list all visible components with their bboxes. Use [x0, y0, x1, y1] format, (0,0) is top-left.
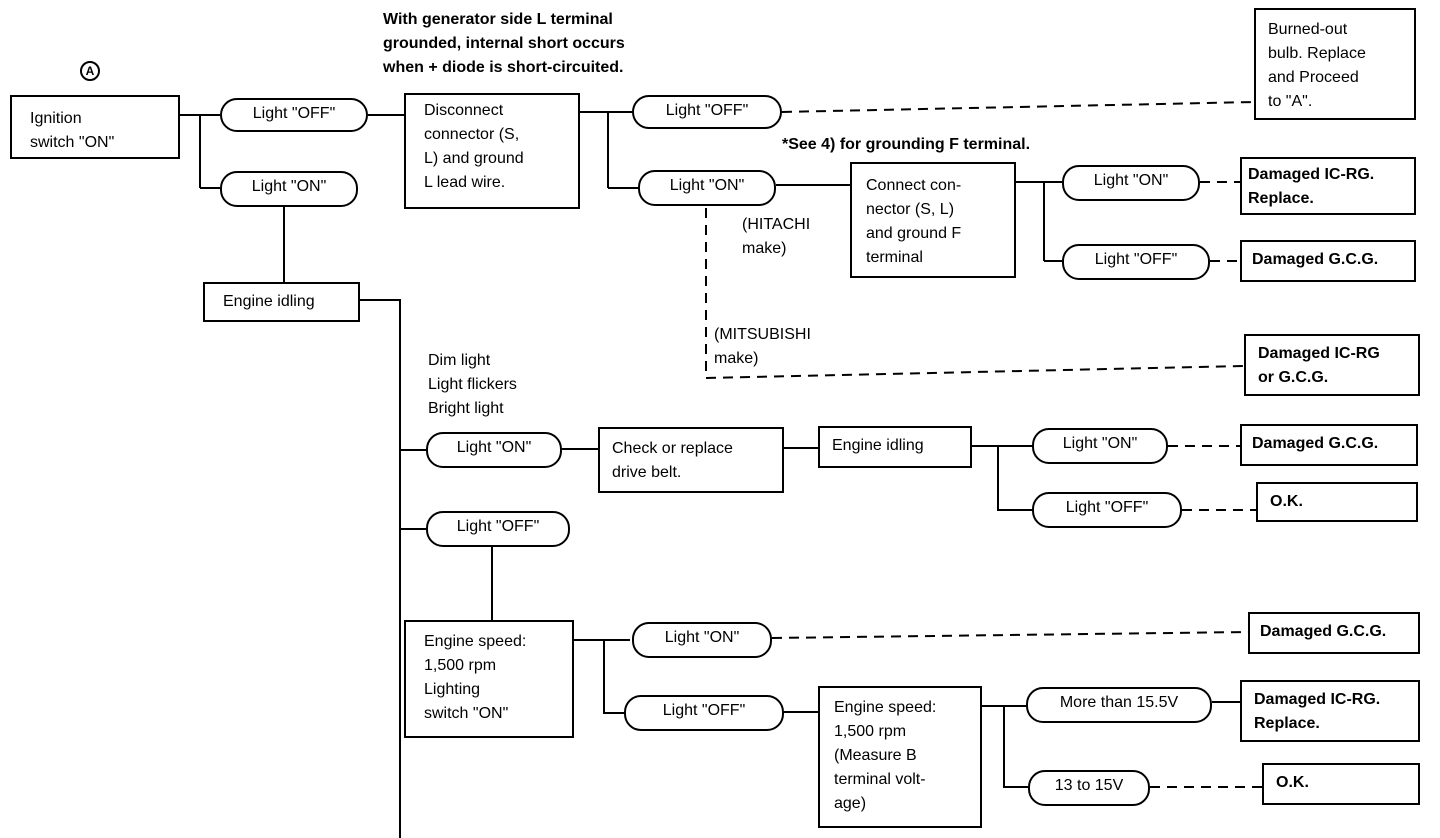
light-off-state: Light "OFF" [426, 511, 570, 547]
engine-idling-box-2: Engine idling [818, 426, 972, 468]
voltage-normal-state: 13 to 15V [1028, 770, 1150, 806]
light-on-state: Light "ON" [426, 432, 562, 468]
connector-line [360, 299, 401, 838]
symptoms-note: Dim light Light flickers Bright light [428, 352, 517, 417]
light-on-state: Light "ON" [638, 170, 776, 206]
ignition-switch-box: Ignition switch "ON" [10, 95, 180, 159]
light-on-state: Light "ON" [1032, 428, 1168, 464]
engine-speed-measure-box: Engine speed: 1,500 rpm (Measure B termi… [818, 686, 982, 828]
damaged-gcg-result: Damaged G.C.G. [1248, 612, 1420, 654]
connector-line [1003, 706, 1028, 788]
light-on-state: Light "ON" [632, 622, 772, 658]
burned-out-bulb-result: Burned-out bulb. Replace and Proceed to … [1254, 8, 1416, 120]
check-drive-belt-box: Check or replace drive belt. [598, 427, 784, 493]
damaged-gcg-result: Damaged G.C.G. [1240, 240, 1416, 282]
light-off-state: Light "OFF" [220, 98, 368, 132]
light-on-state: Light "ON" [1062, 165, 1200, 201]
generator-note: With generator side L terminal grounded,… [383, 11, 625, 76]
marker-a: A [80, 61, 100, 81]
hitachi-note: (HITACHI make) [742, 216, 811, 257]
engine-idling-box: Engine idling [203, 282, 360, 322]
connector-line [603, 640, 624, 714]
dashed-line [771, 631, 1249, 639]
grounding-note: *See 4) for grounding F terminal. [782, 136, 1031, 153]
damaged-ic-rg-or-gcg-result: Damaged IC-RG or G.C.G. [1244, 334, 1420, 396]
light-off-state: Light "OFF" [624, 695, 784, 731]
mitsubishi-note: (MITSUBISHI make) [714, 326, 811, 367]
light-off-state: Light "OFF" [632, 95, 782, 129]
ok-result: O.K. [1262, 763, 1420, 805]
damaged-gcg-result: Damaged G.C.G. [1240, 424, 1418, 466]
disconnect-connector-box: Disconnect connector (S, L) and ground L… [404, 93, 580, 209]
dashed-line [705, 208, 1245, 380]
dashed-line [781, 101, 1255, 113]
voltage-high-state: More than 15.5V [1026, 687, 1212, 723]
light-on-state: Light "ON" [220, 171, 358, 207]
light-off-state: Light "OFF" [1032, 492, 1182, 528]
engine-speed-lighting-box: Engine speed: 1,500 rpm Lighting switch … [404, 620, 574, 738]
damaged-ic-rg-result: Damaged IC-RG. Replace. [1240, 680, 1420, 742]
light-off-state: Light "OFF" [1062, 244, 1210, 280]
connect-connector-box: Connect con- nector (S, L) and ground F … [850, 162, 1016, 278]
connector-line [997, 446, 1032, 511]
damaged-ic-rg-result: Damaged IC-RG. Replace. [1240, 157, 1416, 215]
ok-result: O.K. [1256, 482, 1418, 522]
